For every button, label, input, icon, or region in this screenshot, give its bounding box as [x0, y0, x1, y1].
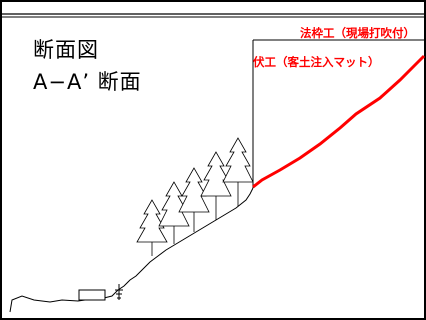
vegetation-label: 伏工（客土注入マット）: [253, 55, 380, 69]
tree-group: [136, 137, 254, 256]
ground-line: [9, 187, 254, 313]
retaining-box: [78, 289, 106, 301]
slope-frame-label: 法枠工（現場打吹付）: [300, 26, 415, 40]
drawing-title: 断面図: [33, 38, 99, 62]
tree-icon: [178, 167, 210, 232]
section-label: A−A’ 断面: [33, 70, 142, 94]
tree-icon: [222, 137, 254, 206]
tree-icon: [200, 151, 232, 220]
tree-icon: [136, 199, 168, 256]
marker-post-icon: [115, 284, 123, 300]
slope-treatment-line: [252, 54, 426, 189]
tree-icon: [158, 181, 190, 244]
